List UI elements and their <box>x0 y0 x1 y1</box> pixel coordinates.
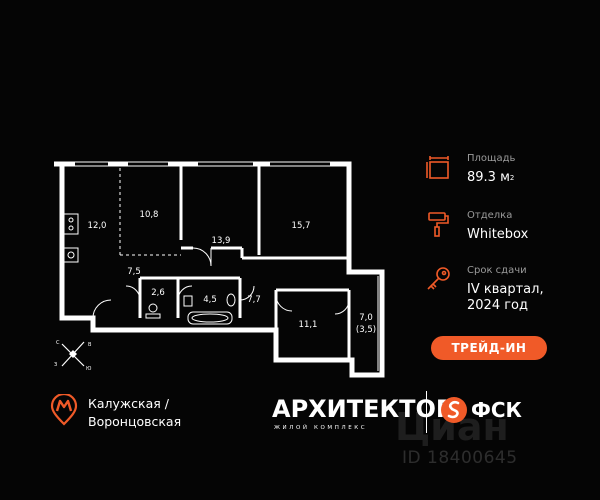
compass-east: В <box>88 342 92 348</box>
room-label-wc: 2,6 <box>151 288 165 298</box>
deadline-line-2: 2024 год <box>467 298 528 313</box>
finish-label: Отделка <box>467 210 513 221</box>
brand-subtitle: ЖИЛОЙ КОМПЛЕКС <box>274 425 368 431</box>
room-label-15-7: 15,7 <box>292 221 311 231</box>
deadline-line-1: IV квартал, <box>467 282 544 297</box>
compass-icon: С В Ю З <box>54 340 92 372</box>
room-label-kitchen: 12,0 <box>88 221 107 231</box>
finish-value: Whitebox <box>467 227 529 242</box>
compass-west: З <box>54 362 57 368</box>
developer-logo: ФСК <box>471 398 522 422</box>
metro-icon <box>50 394 78 426</box>
area-value: 89.3 м2 <box>467 170 514 186</box>
room-label-13-9: 13,9 <box>212 236 231 246</box>
compass-north: С <box>56 340 60 346</box>
area-number: 89.3 м <box>467 170 510 185</box>
area-unit-sup: 2 <box>509 174 515 182</box>
compass-south: Ю <box>86 366 92 372</box>
area-icon <box>426 156 449 179</box>
metro-station-line-2: Воронцовская <box>88 414 182 429</box>
room-label-balcony-reduced: (3,5) <box>356 325 376 335</box>
metro-station-line-1: Калужская / <box>88 396 169 411</box>
room-label-balcony: 7,0 <box>359 313 373 323</box>
trade-in-button[interactable]: ТРЕЙД-ИН <box>431 336 547 360</box>
floor-plan: 12,0 10,8 13,9 15,7 7,5 2,6 4,5 7,7 11,1… <box>52 161 385 378</box>
room-label-hall: 7,5 <box>127 267 141 277</box>
room-label-living: 10,8 <box>140 210 159 220</box>
brand-logo: АРХИТЕКТОР <box>272 395 454 423</box>
room-label-corridor: 7,7 <box>247 295 261 305</box>
area-label: Площадь <box>467 153 516 164</box>
paint-roller-icon <box>428 212 449 237</box>
logo-divider <box>426 391 427 433</box>
room-label-11-1: 11,1 <box>299 320 318 330</box>
watermark-id: ID 18400645 <box>402 448 518 468</box>
deadline-label: Срок сдачи <box>467 265 527 276</box>
key-icon <box>427 267 450 290</box>
room-label-bath: 4,5 <box>203 295 217 305</box>
fsk-logo-icon <box>441 397 467 423</box>
